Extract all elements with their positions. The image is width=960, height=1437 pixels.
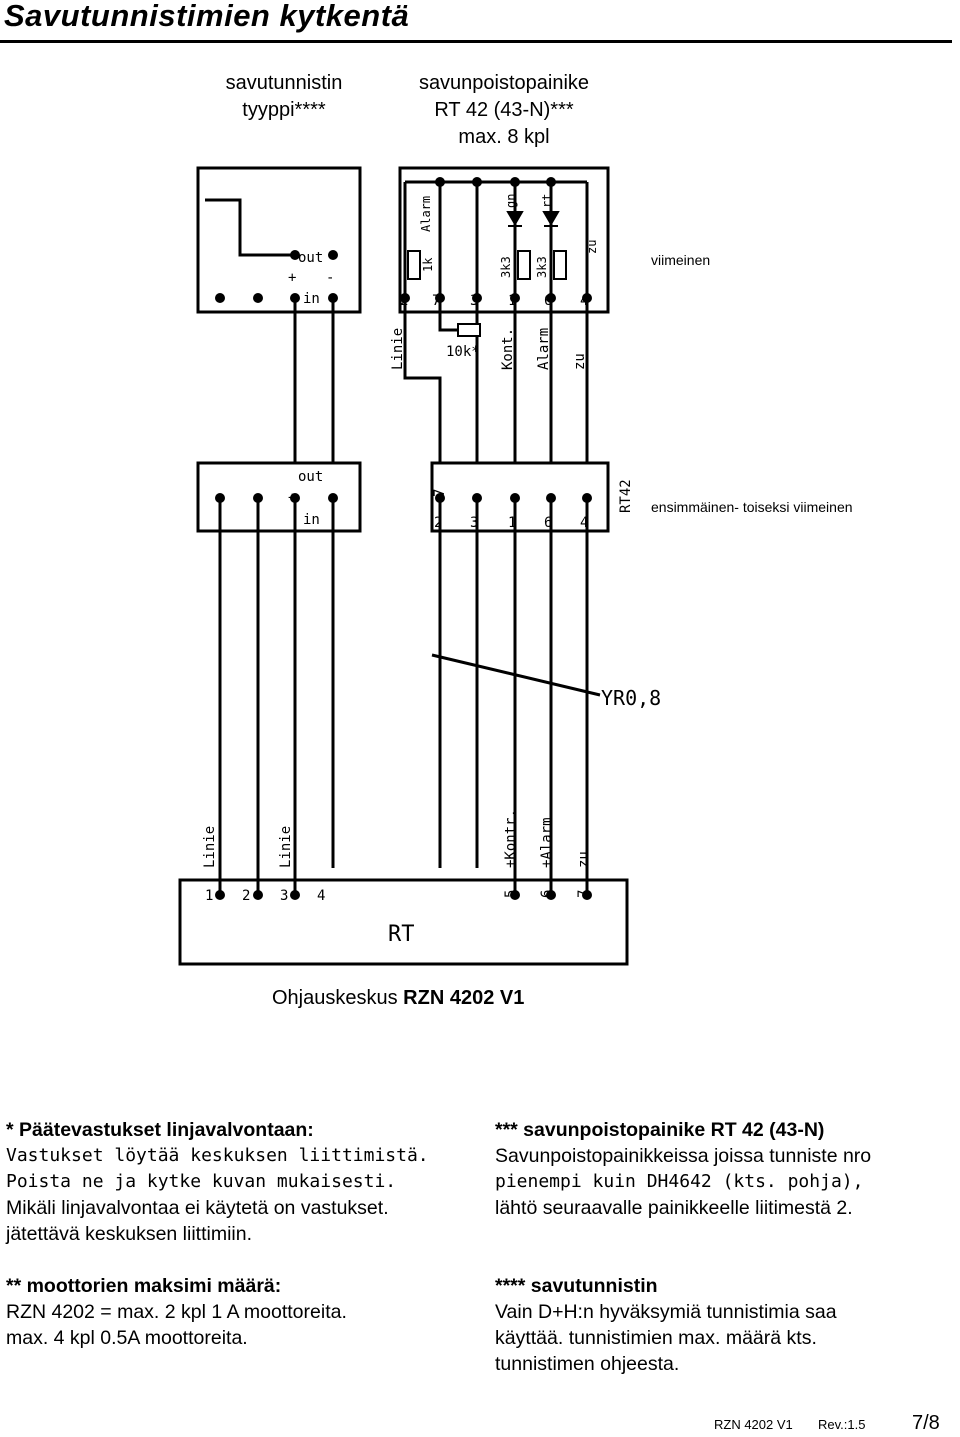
detector-in-text: in (303, 291, 320, 307)
note-right1-head: *** savunpoistopainike RT 42 (43-N) (495, 1119, 825, 1141)
wire-kont-text: Kont. (500, 328, 516, 370)
resistor-10k (457, 323, 481, 337)
r-3k3-a-text: 3k3 (499, 256, 513, 278)
btn-term-3: 3 (470, 293, 478, 309)
notes-right: *** savunpoistopainike RT 42 (43-N) Savu… (495, 1119, 872, 1375)
r-1k-text: 1k (421, 257, 435, 272)
detector-type-label: savutunnistin tyyppi**** (225, 72, 343, 121)
rt-term-6: 6 (539, 890, 555, 898)
rt-term-7: 7 (576, 890, 592, 898)
wire-zu-text: zu (572, 353, 588, 370)
first-to-second-last-label: ensimmäinen- toiseksi viimeinen (651, 499, 853, 515)
resistor-1k (407, 250, 421, 280)
rt-term-1: 1 (205, 888, 213, 904)
page-number: 7/8 (912, 1412, 940, 1434)
note-left1-head: * Päätevastukset linjavalvontaan: (6, 1119, 314, 1141)
detector-out-text: out (298, 250, 323, 266)
detector-minus-text: - (326, 270, 334, 286)
alarm-component-text: Alarm (419, 196, 433, 232)
btn2-term-1: 1 (508, 515, 516, 531)
note-right2-head: **** savutunnistin (495, 1275, 658, 1297)
notes-left: * Päätevastukset linjavalvontaan: Vastuk… (6, 1119, 429, 1349)
rt-term-2: 2 (242, 888, 250, 904)
detector-box-first (196, 461, 362, 533)
wire-alarm-text: Alarm (536, 328, 552, 370)
detector-box-last (196, 166, 362, 314)
detector-plus-text: + (288, 270, 296, 286)
diode-gn (506, 211, 524, 226)
btn2-term-3: 3 (470, 515, 478, 531)
rt-led-text: rt (540, 194, 554, 208)
btn-term-4: 4 (580, 293, 588, 309)
page-title: Savutunnistimien kytkentä (4, 0, 410, 33)
footer-doc: RZN 4202 V1 (714, 1417, 793, 1432)
rt-control-block (178, 878, 629, 966)
zu-component-text: zu (585, 240, 599, 254)
detector2-in-text: in (303, 512, 320, 528)
last-label: viimeinen (651, 252, 711, 268)
control-center-caption: Ohjauskeskus RZN 4202 V1 (272, 987, 525, 1009)
gn-text: gn (504, 194, 518, 208)
rt-linie-b-text: Linie (278, 826, 294, 868)
resistor-3k3-b (553, 250, 567, 280)
rt-term-3: 3 (280, 888, 288, 904)
footer-rev: Rev.:1.5 (818, 1417, 866, 1432)
wire-linie-text: Linie (390, 328, 406, 370)
diode-rt (542, 211, 560, 226)
rt-block-text: RT (388, 922, 415, 947)
detector2-minus-text: - (326, 490, 334, 506)
btn-term-7: 7 (432, 293, 440, 309)
rt-kontr-text: +Kontr. (503, 809, 519, 868)
btn2-term-7: 7 (432, 489, 448, 497)
btn-term-6: 6 (544, 293, 552, 309)
btn-term-1: 1 (508, 293, 516, 309)
btn-term-2: 2 (400, 293, 408, 309)
r-10k-text: 10k* (446, 344, 480, 360)
button-box-last (398, 166, 610, 314)
cable-text: YR0,8 (601, 686, 661, 710)
button-type-label: savunpoistopainike RT 42 (43-N)*** max. … (418, 72, 590, 148)
r-3k3-b-text: 3k3 (535, 256, 549, 278)
btn2-term-4: 4 (580, 515, 588, 531)
detector2-out-text: out (298, 469, 323, 485)
title-rule (0, 40, 952, 43)
btn2-term-2: 2 (434, 515, 442, 531)
note-left2-head: ** moottorien maksimi määrä: (6, 1275, 282, 1297)
btn2-term-6: 6 (544, 515, 552, 531)
rt-term-4: 4 (317, 888, 325, 904)
rt-term-5: 5 (503, 890, 519, 898)
rt-zu-text: zu (576, 851, 592, 868)
button-box-first (430, 461, 610, 533)
rt-alarm-text: +Alarm (539, 817, 555, 868)
rt42-text: RT42 (618, 479, 634, 513)
detector2-plus-text: + (288, 490, 296, 506)
resistor-3k3-a (517, 250, 531, 280)
rt-linie-a-text: Linie (202, 826, 218, 868)
